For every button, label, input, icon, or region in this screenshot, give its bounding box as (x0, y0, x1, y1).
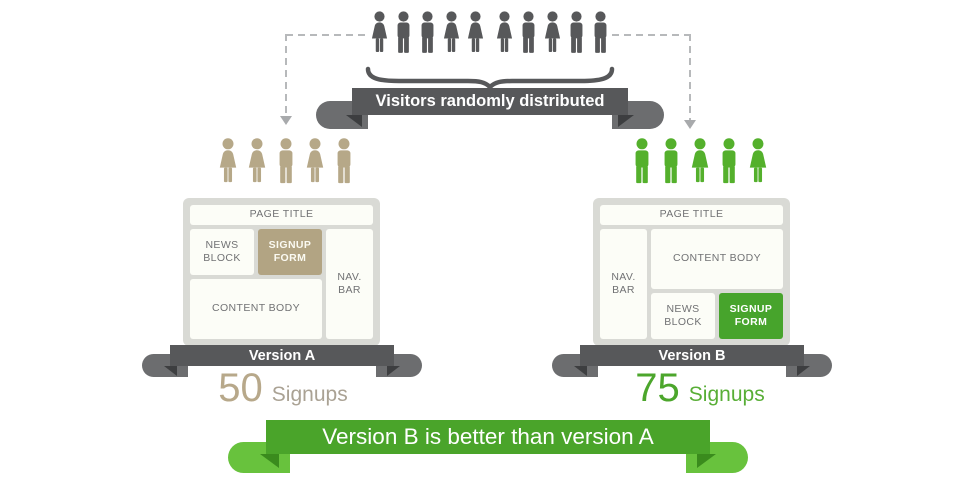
male-person-icon (715, 138, 743, 194)
news-block: NEWS BLOCK (651, 293, 715, 339)
male-person-icon (330, 138, 358, 194)
female-person-icon (440, 10, 463, 64)
male-person-icon (416, 10, 439, 64)
page-title-block: PAGE TITLE (190, 205, 373, 225)
signups-count: 50 (218, 366, 263, 410)
nav-bar-block: NAV. BAR (326, 229, 373, 339)
page-title-block: PAGE TITLE (600, 205, 783, 225)
visitors-ribbon-label: Visitors randomly distributed (352, 88, 628, 115)
connector-line-right (689, 34, 691, 122)
signups-count: 75 (635, 366, 680, 410)
variant-b-visitors-group (628, 138, 772, 194)
conclusion-label: Version B is better than version A (266, 420, 710, 454)
ribbon-fold (697, 454, 716, 468)
ribbon-fold (574, 366, 587, 376)
content-body-block: CONTENT BODY (190, 279, 322, 339)
female-person-icon (744, 138, 772, 194)
signups-label: Signups (271, 383, 348, 406)
male-person-icon (657, 138, 685, 194)
female-person-icon (243, 138, 271, 194)
variant-b-signups: 75 Signups (635, 368, 764, 408)
male-person-icon (517, 10, 540, 64)
wireframe-version-a: PAGE TITLE NEWS BLOCK SIGNUP FORM CONTEN… (183, 198, 380, 346)
female-person-icon (301, 138, 329, 194)
brace-icon (365, 66, 615, 90)
version-a-ribbon: Version A (142, 345, 422, 377)
connector-line-left (285, 34, 287, 118)
wireframe-version-b: PAGE TITLE NAV. BAR CONTENT BODY NEWS BL… (593, 198, 790, 346)
arrow-down-icon (280, 116, 292, 125)
ribbon-fold (618, 115, 634, 127)
male-person-icon (392, 10, 415, 64)
female-person-icon (214, 138, 242, 194)
male-person-icon (628, 138, 656, 194)
ribbon-fold (346, 115, 362, 127)
variant-a-signups: 50 Signups (218, 368, 347, 408)
ribbon-fold (797, 366, 810, 376)
male-person-icon (589, 10, 612, 64)
connector-line-right (612, 34, 690, 36)
version-b-label: Version B (580, 345, 804, 366)
all-visitors-group (368, 10, 612, 64)
version-a-label: Version A (170, 345, 394, 366)
connector-line-left (286, 34, 368, 36)
news-block: NEWS BLOCK (190, 229, 254, 275)
signup-form-block: SIGNUP FORM (258, 229, 322, 275)
visitors-ribbon: Visitors randomly distributed (316, 88, 664, 129)
ribbon-fold (260, 454, 279, 468)
ribbon-fold (164, 366, 177, 376)
version-b-ribbon: Version B (552, 345, 832, 377)
female-person-icon (493, 10, 516, 64)
variant-a-visitors-group (214, 138, 358, 194)
signups-label: Signups (688, 383, 765, 406)
nav-bar-block: NAV. BAR (600, 229, 647, 339)
female-person-icon (686, 138, 714, 194)
arrow-down-icon (684, 120, 696, 129)
female-person-icon (464, 10, 487, 64)
conclusion-ribbon: Version B is better than version A (228, 420, 748, 473)
ribbon-fold (387, 366, 400, 376)
female-person-icon (541, 10, 564, 64)
male-person-icon (565, 10, 588, 64)
female-person-icon (368, 10, 391, 64)
signup-form-block: SIGNUP FORM (719, 293, 783, 339)
content-body-block: CONTENT BODY (651, 229, 783, 289)
male-person-icon (272, 138, 300, 194)
